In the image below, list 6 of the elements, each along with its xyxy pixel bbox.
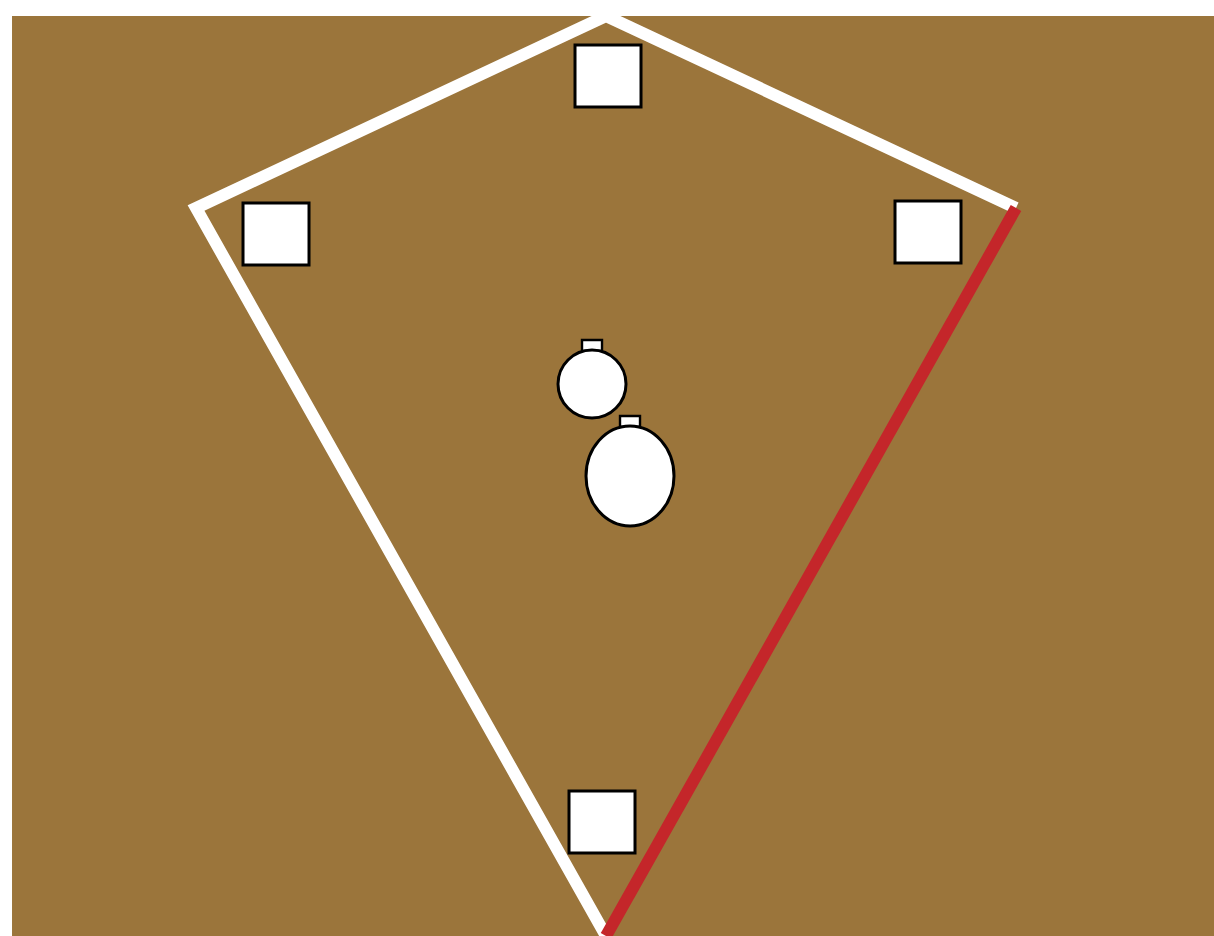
base	[893, 199, 963, 265]
base	[567, 789, 637, 855]
base	[241, 201, 311, 267]
round-figure	[584, 414, 676, 528]
round-figure	[556, 338, 628, 420]
base	[573, 43, 643, 109]
